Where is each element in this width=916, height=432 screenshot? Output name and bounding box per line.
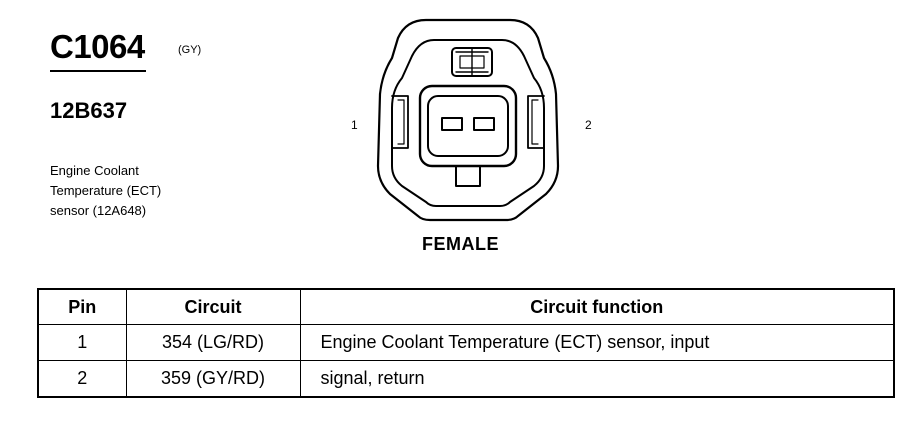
table-row: 1 354 (LG/RD) Engine Coolant Temperature… [37, 324, 895, 361]
pin-label-1: 1 [351, 118, 358, 132]
description-line-2: Temperature (ECT) [50, 183, 162, 198]
header-circuit: Circuit [125, 288, 301, 325]
connector-housing-outline [376, 18, 560, 222]
terminal-cavity-outer [418, 84, 518, 168]
description-line-3: sensor (12A648) [50, 203, 147, 218]
cell-pin: 1 [37, 324, 127, 361]
cell-pin: 2 [37, 360, 127, 398]
polarizing-key [455, 165, 481, 187]
terminal-cavity-inner [427, 95, 509, 157]
cell-function: Engine Coolant Temperature (ECT) sensor,… [299, 324, 895, 361]
side-rib-left [391, 95, 409, 149]
pinout-table: Pin Circuit Circuit function 1 354 (LG/R… [37, 288, 895, 398]
table-row: 2 359 (GY/RD) signal, return [37, 360, 895, 398]
part-number: 12B637 [50, 98, 128, 123]
connector-inner-shell [391, 39, 545, 207]
connector-id: C1064 [50, 28, 145, 65]
connector-color: (GY) [178, 44, 202, 56]
header-pin: Pin [37, 288, 127, 325]
side-rib-right [527, 95, 545, 149]
cell-circuit: 354 (LG/RD) [125, 324, 301, 361]
header-circuit-function: Circuit function [299, 288, 895, 325]
terminal-pin-2 [473, 117, 495, 131]
cell-circuit: 359 (GY/RD) [125, 360, 301, 398]
connector-id-underline [50, 70, 146, 72]
cell-function: signal, return [299, 360, 895, 398]
description-line-1: Engine Coolant [50, 163, 139, 178]
table-header-row: Pin Circuit Circuit function [37, 288, 895, 325]
pin-label-2: 2 [585, 118, 592, 132]
gender-label: FEMALE [422, 234, 499, 254]
terminal-pin-1 [441, 117, 463, 131]
connector-face-diagram [376, 18, 560, 222]
